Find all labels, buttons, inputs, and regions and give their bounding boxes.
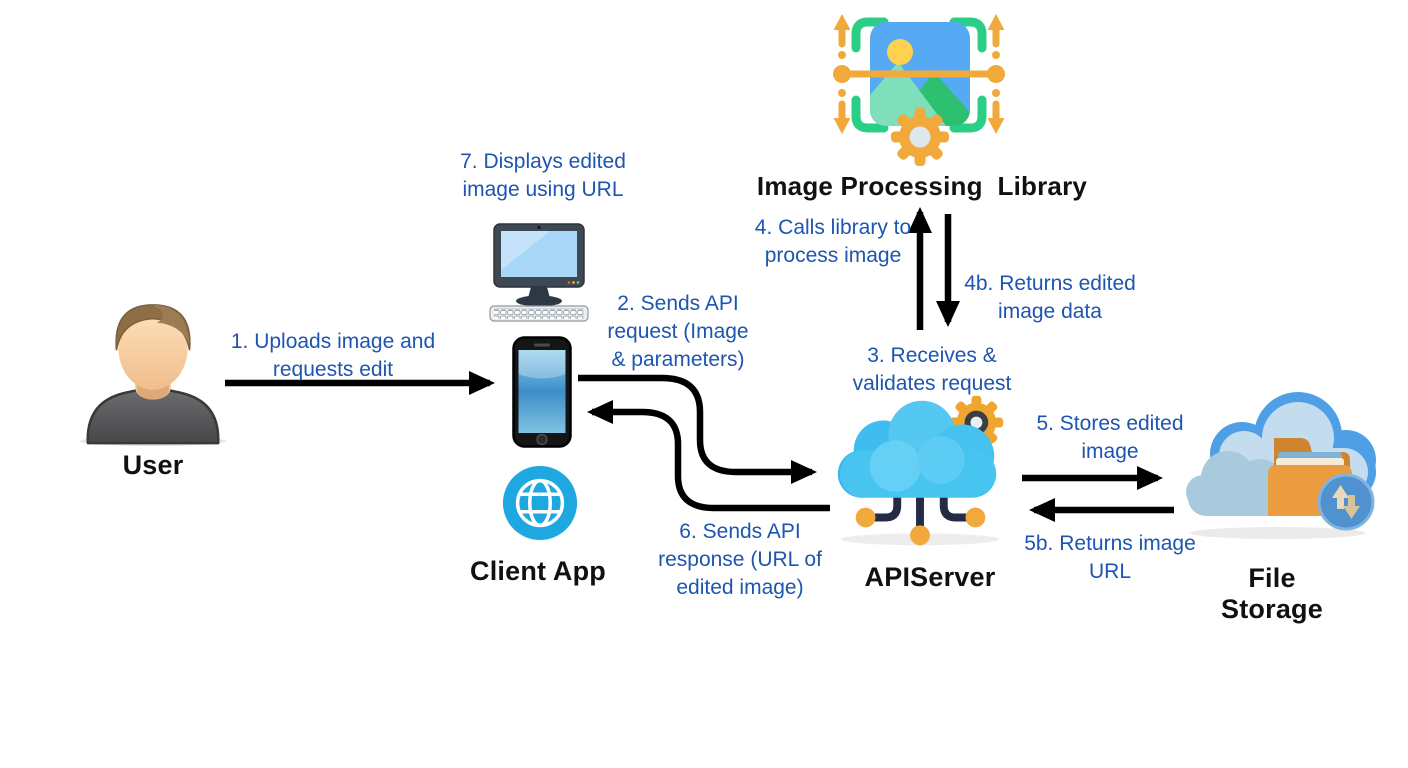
user-label: User (122, 450, 184, 480)
step5b-label: 5b. Returns image URL (1024, 532, 1196, 583)
resize-arrows-icon (833, 14, 1005, 134)
client-app-label: Client App (470, 556, 606, 586)
step5-label: 5. Stores edited image (1036, 412, 1184, 463)
globe-icon (502, 465, 578, 541)
image-library-label: Image Processing Library (756, 171, 1088, 201)
cloud-folder-icon (1186, 392, 1376, 539)
step1-label: 1. Uploads image and requests edit (230, 330, 436, 381)
person-icon (79, 304, 227, 447)
crop-brackets-icon (851, 17, 987, 133)
step6-label: 6. Sends API response (URL of edited ima… (658, 520, 822, 599)
file-storage-label: File Storage (1221, 563, 1323, 624)
server-cloud (837, 400, 997, 498)
step4b-label: 4b. Returns edited image data (964, 272, 1136, 323)
desktop-computer-icon (489, 223, 589, 322)
cloud-server-icon (837, 395, 1004, 546)
arrow-step6 (587, 400, 830, 512)
arrow-step2 (578, 374, 817, 484)
image-editor-icon (833, 14, 1005, 166)
step3-label: 3. Receives & validates request (852, 344, 1012, 395)
step2-label: 2. Sends API request (Image & parameters… (607, 292, 749, 371)
step4-label: 4. Calls library to process image (754, 216, 912, 267)
transfer-badge-icon (1317, 473, 1375, 531)
step7-label: 7. Displays edited image using URL (460, 150, 626, 201)
smartphone-icon (512, 336, 572, 448)
api-server-label: APIServer (864, 562, 996, 592)
gear-icon (891, 108, 949, 166)
